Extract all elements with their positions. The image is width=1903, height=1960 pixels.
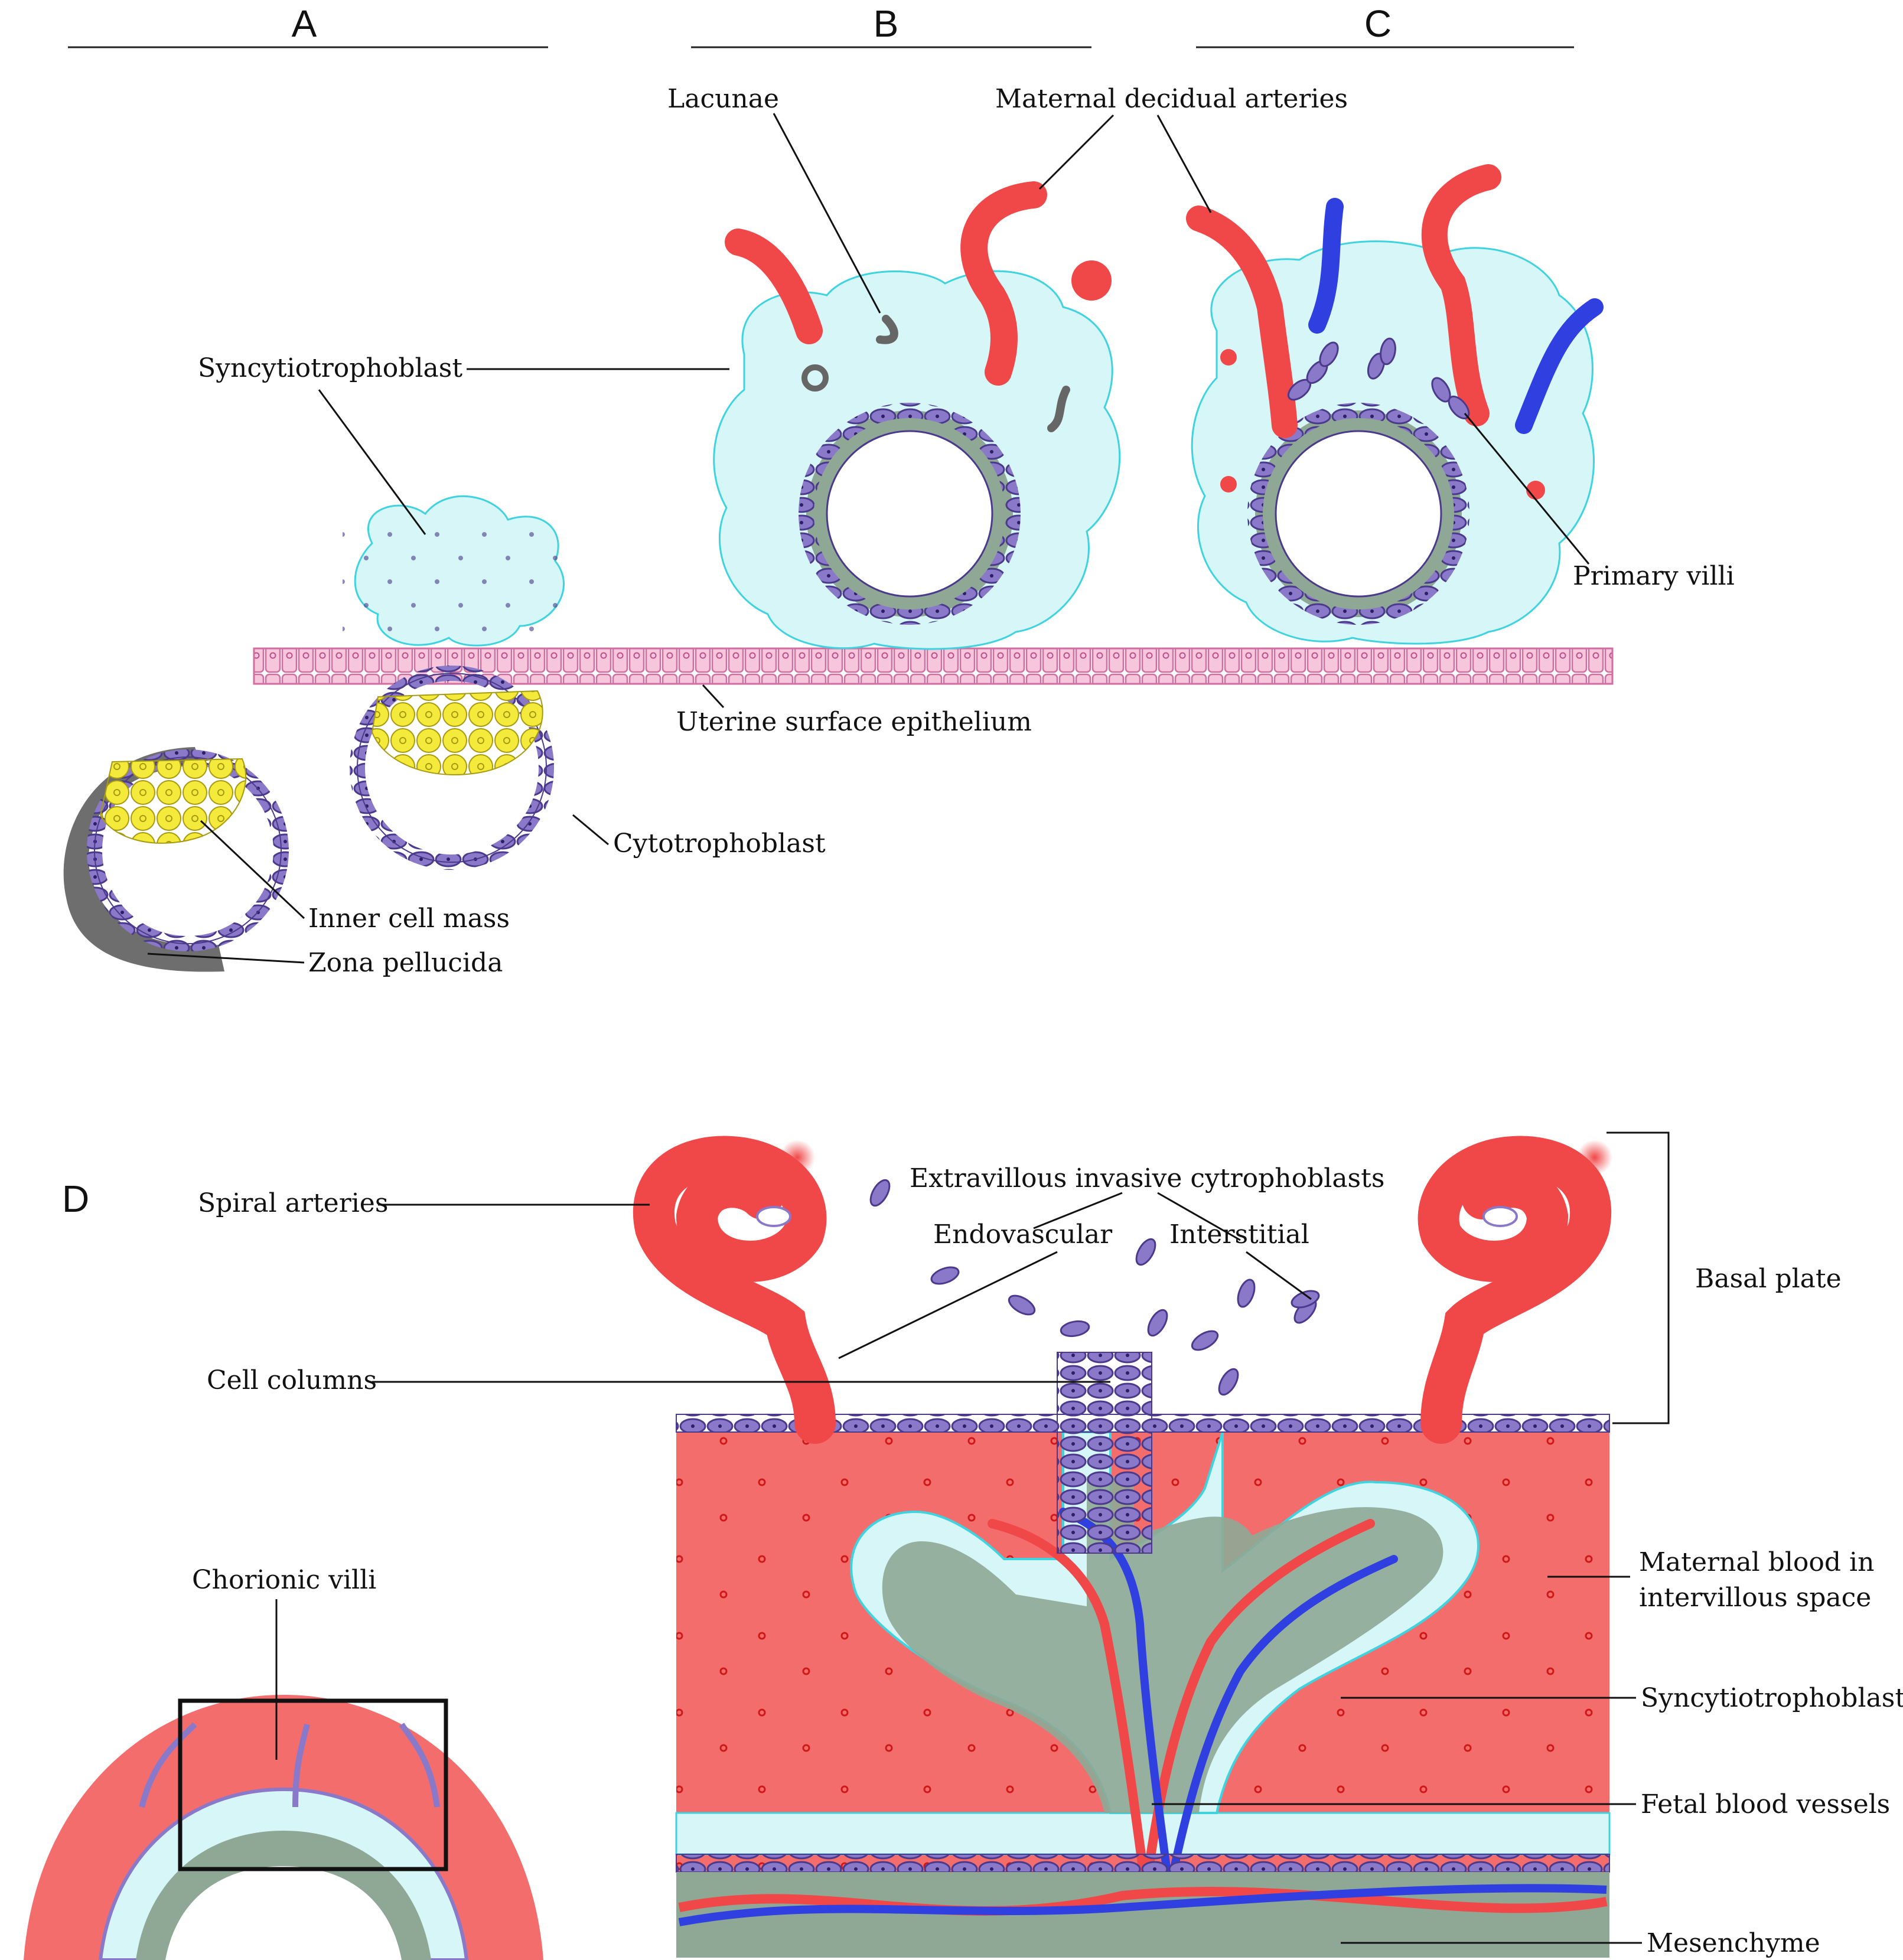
maternal-artery-c2 bbox=[1421, 164, 1501, 426]
spiral-artery-left bbox=[633, 1136, 836, 1444]
chorionic-cytotrophoblast-layer bbox=[676, 1854, 1610, 1873]
maternal-vein-c1 bbox=[1308, 198, 1344, 334]
panel-label-c: C bbox=[1364, 2, 1392, 45]
label-cell-columns: Cell columns bbox=[207, 1365, 377, 1395]
label-lacunae: Lacunae bbox=[667, 84, 779, 114]
inner-cell-mass-a bbox=[99, 758, 247, 844]
label-inner-cell-mass: Inner cell mass bbox=[308, 904, 510, 934]
label-primary-villi: Primary villi bbox=[1573, 561, 1735, 591]
label-uterine-surface-epithelium: Uterine surface epithelium bbox=[676, 707, 1032, 737]
label-maternal-blood-1: Maternal blood in bbox=[1639, 1547, 1874, 1577]
chorionic-villi-inset bbox=[24, 1695, 543, 1960]
panel-label-d: D bbox=[62, 1178, 89, 1220]
maternal-artery-c1 bbox=[1186, 206, 1298, 438]
maternal-artery-b2 bbox=[960, 181, 1047, 386]
label-cytotrophoblast: Cytotrophoblast bbox=[613, 829, 826, 859]
label-chorionic-villi: Chorionic villi bbox=[192, 1565, 376, 1595]
attaching-blastocyst bbox=[343, 495, 567, 870]
fetal-artery-trunk bbox=[988, 1519, 1151, 1894]
inset-zoom-box bbox=[178, 1698, 448, 1871]
label-syncytiotrophoblast-a: Syncytiotrophoblast bbox=[198, 353, 462, 383]
inner-cell-mass-b bbox=[371, 690, 543, 775]
maternal-artery-b1 bbox=[725, 229, 823, 344]
label-maternal-blood-2: intervillous space bbox=[1639, 1583, 1871, 1613]
basal-plate-bracket bbox=[1607, 1131, 1670, 1424]
label-endovascular: Endovascular bbox=[933, 1219, 1113, 1250]
villous-tree-mesenchyme bbox=[882, 1476, 1134, 1813]
label-zona-pellucida: Zona pellucida bbox=[308, 948, 503, 978]
panel-label-a: A bbox=[292, 2, 317, 45]
label-basal-plate: Basal plate bbox=[1695, 1264, 1842, 1294]
label-maternal-decidual-arteries: Maternal decidual arteries bbox=[995, 84, 1348, 114]
free-blastocyst bbox=[63, 747, 289, 972]
panel-b-implantation bbox=[713, 181, 1121, 650]
label-extravillous: Extravillous invasive cytrophoblasts bbox=[910, 1163, 1384, 1193]
panel-c-primary-villi bbox=[1186, 164, 1604, 645]
panel-label-b: B bbox=[874, 2, 899, 45]
maternal-vein-c2 bbox=[1515, 298, 1604, 434]
spiral-artery-right bbox=[1418, 1136, 1612, 1444]
panel-headers: A B C bbox=[68, 2, 1574, 48]
label-interstitial: Interstitial bbox=[1169, 1219, 1309, 1250]
label-mesenchyme: Mesenchyme bbox=[1647, 1928, 1820, 1958]
cell-column bbox=[1057, 1352, 1152, 1554]
extravillous-cells bbox=[869, 1179, 1320, 1396]
label-fetal-blood-vessels: Fetal blood vessels bbox=[1641, 1789, 1890, 1819]
label-syncytiotrophoblast-d: Syncytiotrophoblast bbox=[1641, 1683, 1903, 1713]
label-spiral-arteries: Spiral arteries bbox=[198, 1188, 388, 1218]
panel-d-villous-tree bbox=[633, 1136, 1612, 1958]
